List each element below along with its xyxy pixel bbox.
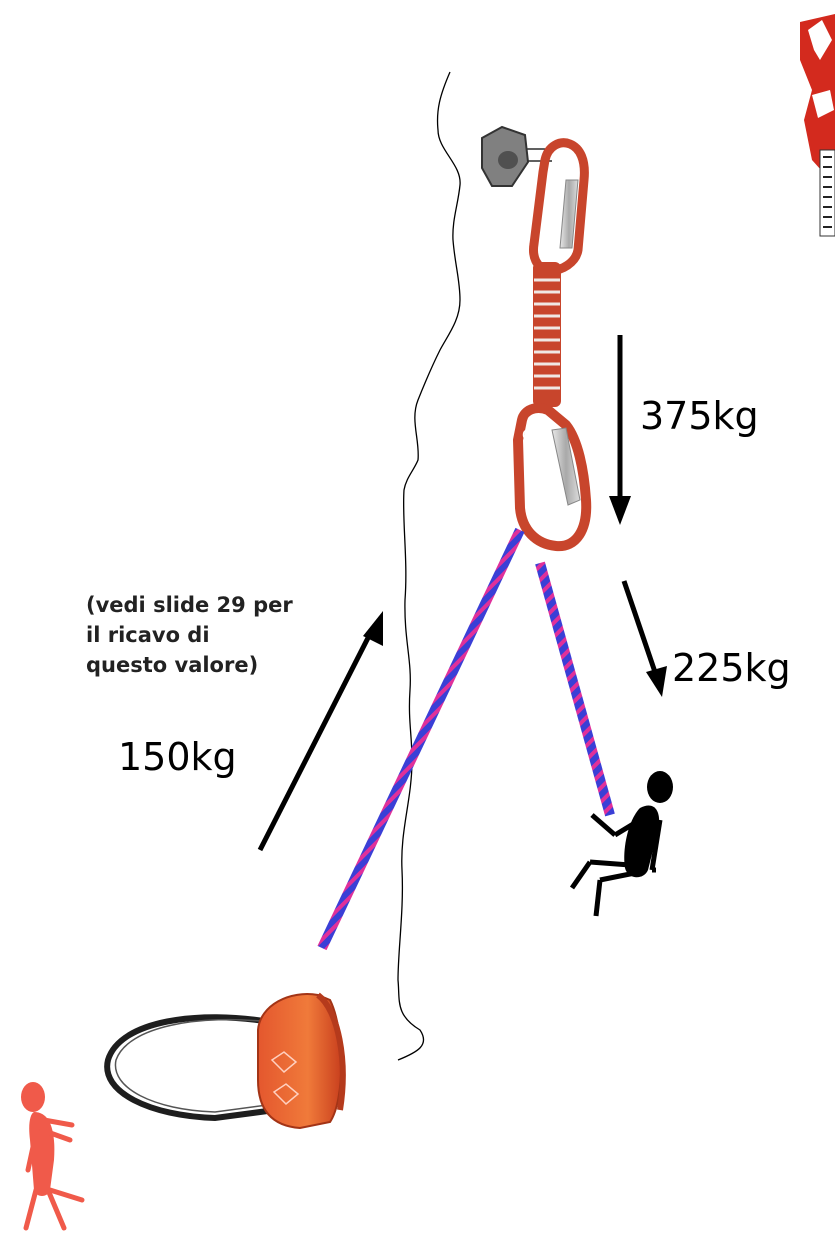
rock-wall-outline <box>398 72 460 1060</box>
belayer-figure <box>21 1082 82 1228</box>
climber-figure <box>572 771 673 916</box>
note-line-2: il ricavo di <box>86 620 210 650</box>
svg-text:G: G <box>522 428 533 444</box>
force-arrow-quickdraw <box>609 335 631 525</box>
force-label-quickdraw: 375kg <box>640 394 759 438</box>
rope-climber-side <box>540 563 610 815</box>
logo <box>800 14 835 236</box>
rope-belayer-side <box>322 530 520 948</box>
rope <box>322 530 610 948</box>
force-arrow-belayer <box>260 611 383 850</box>
quickdraw: G <box>518 143 586 546</box>
note-line-1: (vedi slide 29 per <box>86 590 293 620</box>
force-arrow-climber <box>624 581 667 697</box>
force-label-climber: 225kg <box>672 646 791 690</box>
belay-device <box>107 994 343 1128</box>
note-line-3: questo valore) <box>86 650 258 680</box>
force-label-belayer: 150kg <box>118 735 237 779</box>
